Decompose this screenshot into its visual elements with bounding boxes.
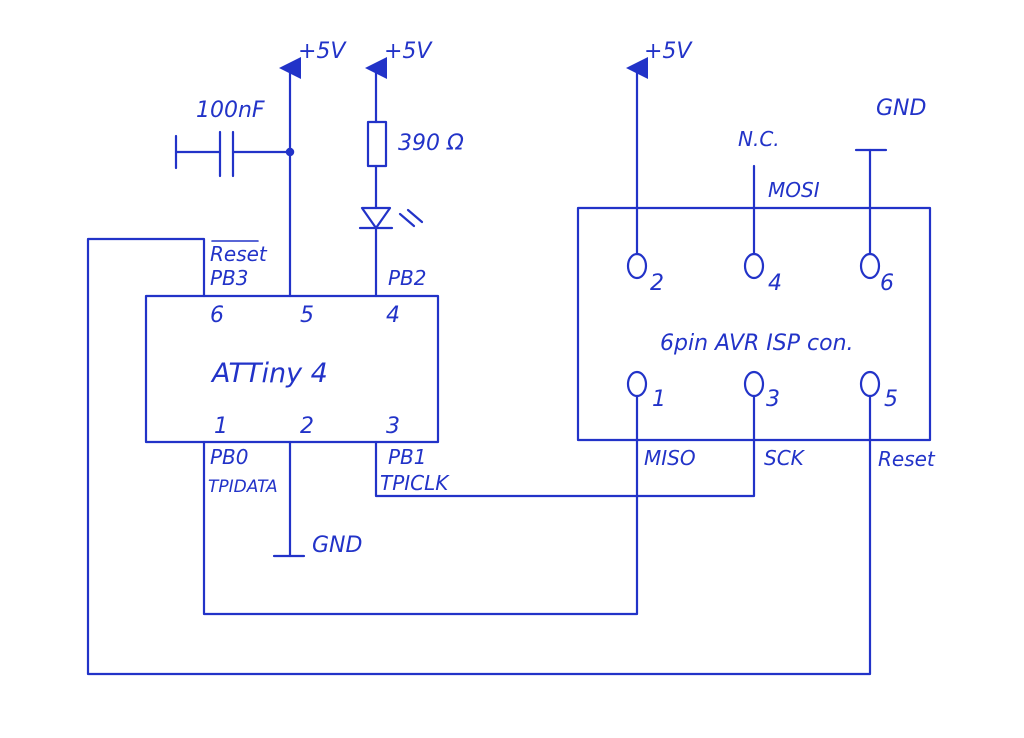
mosi-label: MOSI bbox=[768, 178, 820, 202]
gnd-chip-label: GND bbox=[312, 533, 362, 558]
led-triangle bbox=[360, 206, 392, 230]
vcc-led-label: +5V bbox=[384, 39, 433, 64]
chip-tpiclk-label: TPICLK bbox=[380, 471, 450, 495]
chip-reset-label: Reset bbox=[210, 242, 268, 266]
led-emission-arrow-1 bbox=[398, 212, 416, 228]
tpiclk-sck-wire bbox=[374, 394, 756, 498]
isp-pin-6-number: 6 bbox=[880, 271, 894, 296]
chip-pb2-label: PB2 bbox=[388, 266, 427, 290]
isp-pin-4 bbox=[743, 252, 765, 280]
isp-pin-5 bbox=[859, 370, 881, 398]
nc-label: N.C. bbox=[738, 127, 780, 151]
capacitor-value: 100nF bbox=[196, 98, 265, 123]
miso-label: MISO bbox=[644, 446, 696, 470]
resistor-body bbox=[366, 120, 388, 168]
chip-pin-2: 2 bbox=[300, 414, 314, 439]
isp-pin-4-number: 4 bbox=[768, 271, 782, 296]
isp-pin-2-number: 2 bbox=[650, 271, 664, 296]
chip-tpidata-label: TPIDATA bbox=[208, 477, 278, 497]
isp-pin-3-number: 3 bbox=[766, 387, 780, 412]
isp-pin-5-number: 5 bbox=[884, 387, 898, 412]
isp-pin-1-number: 1 bbox=[652, 387, 666, 412]
attiny-chip-body bbox=[144, 294, 440, 444]
chip-name: ATTiny 4 bbox=[210, 358, 328, 389]
chip-pb3-label: PB3 bbox=[210, 266, 249, 290]
vcc-chip-label: +5V bbox=[298, 39, 347, 64]
led-emission-arrow-2 bbox=[406, 208, 424, 224]
chip-pin-6: 6 bbox=[210, 303, 224, 328]
isp-pin-2 bbox=[626, 252, 648, 280]
vcc-isp-label: +5V bbox=[644, 39, 693, 64]
gnd-isp-label: GND bbox=[876, 96, 926, 121]
tpidata-miso-wire bbox=[202, 394, 639, 616]
chip-pin-5: 5 bbox=[300, 303, 314, 328]
chip-pb1-label: PB1 bbox=[388, 445, 427, 469]
isp-pin-3 bbox=[743, 370, 765, 398]
chip-pin-4: 4 bbox=[386, 303, 400, 328]
resistor-value: 390 Ω bbox=[398, 131, 464, 156]
isp-pin-1 bbox=[626, 370, 648, 398]
reset-wire bbox=[86, 237, 872, 676]
isp-reset-label: Reset bbox=[878, 447, 936, 471]
sck-label: SCK bbox=[764, 446, 806, 470]
chip-pin-3: 3 bbox=[386, 414, 400, 439]
chip-pin-1: 1 bbox=[214, 414, 228, 439]
isp-pin-6 bbox=[859, 252, 881, 280]
capacitor-junction bbox=[285, 147, 295, 157]
isp-title: 6pin AVR ISP con. bbox=[660, 331, 854, 356]
chip-pb0-label: PB0 bbox=[210, 445, 249, 469]
